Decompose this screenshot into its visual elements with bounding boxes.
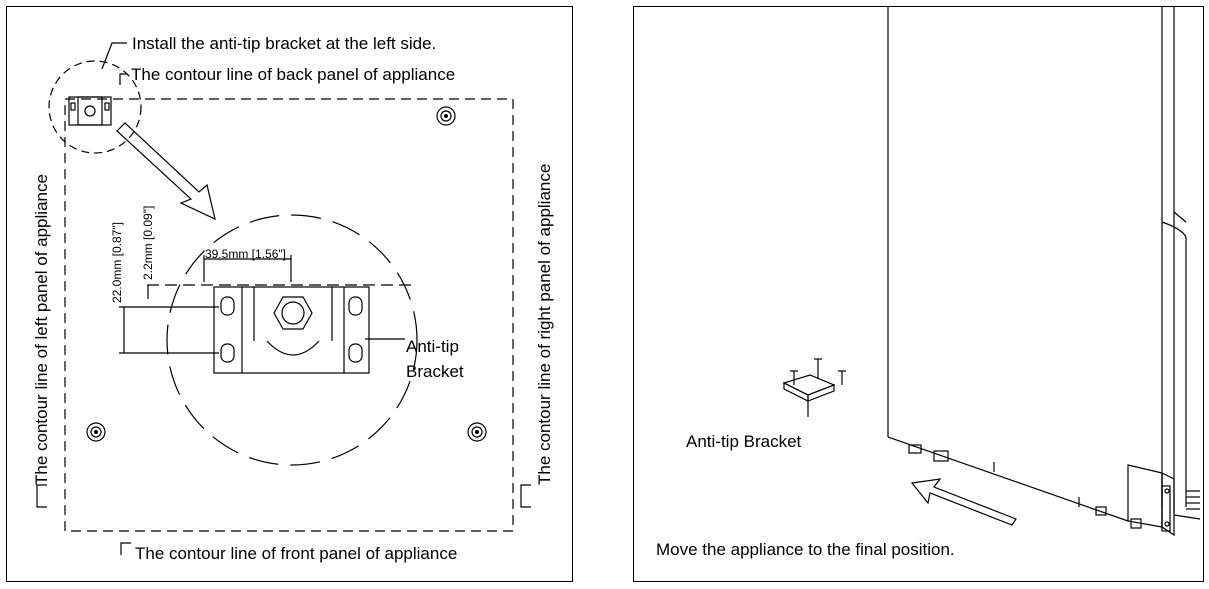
left-label-bracket: [36, 484, 47, 508]
dim-width-text: 39.5mm [1.56"]: [205, 247, 286, 261]
right-panel-label: The contour line of right panel of appli…: [535, 164, 554, 485]
bracket-label-line1: Anti-tip: [406, 337, 459, 356]
install-note-leader: [101, 42, 127, 70]
foot-bottom-left: [86, 422, 106, 442]
anti-tip-bracket-drawing: [213, 286, 370, 374]
bracket-label: Anti-tip Bracket: [686, 432, 802, 451]
foot-bottom-right: [467, 422, 487, 442]
mini-bracket-icon: [68, 96, 112, 126]
detail-source-circle: [48, 60, 142, 154]
foot-top-right: [436, 106, 456, 126]
front-panel-label: The contour line of front panel of appli…: [135, 544, 457, 563]
front-label-bracket: [120, 542, 131, 555]
anti-tip-bracket-icon: [782, 358, 846, 417]
install-note: Install the anti-tip bracket at the left…: [132, 34, 436, 53]
appliance-contour: [64, 98, 514, 532]
bracket-label-line2: Bracket: [406, 362, 464, 381]
dim-height-text: 22.0mm [0.87"]: [110, 222, 124, 303]
detail-circle: [166, 214, 418, 466]
back-label-bracket: [119, 73, 127, 85]
left-panel-label: The contour line of left panel of applia…: [32, 174, 51, 485]
install-diagram-panel: Install the anti-tip bracket at the left…: [6, 6, 573, 582]
back-panel-label: The contour line of back panel of applia…: [131, 65, 455, 84]
push-direction-arrow: [910, 478, 1017, 526]
move-note: Move the appliance to the final position…: [656, 540, 955, 559]
appliance-drawing: [887, 7, 1201, 537]
detail-arrow: [116, 122, 216, 221]
install-diagram: Install the anti-tip bracket at the left…: [32, 34, 554, 563]
move-appliance-diagram: Anti-tip Bracket Move the appliance to t…: [656, 7, 1201, 559]
right-label-bracket: [520, 484, 531, 508]
move-appliance-panel: Anti-tip Bracket Move the appliance to t…: [633, 6, 1204, 582]
dim-offset-text: 2.2mm [0.09"]: [141, 206, 155, 280]
